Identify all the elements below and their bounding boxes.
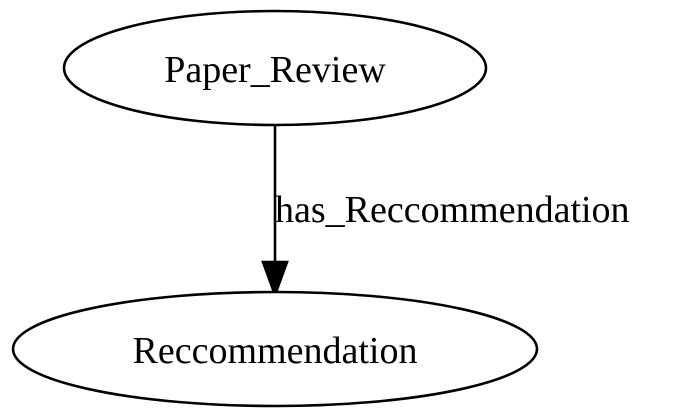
node-paper-review-shape — [62, 9, 488, 127]
edge-label: has_Reccommendation — [275, 189, 630, 231]
node-paper-review-label: Paper_Review — [164, 49, 386, 91]
node-reccommendation: Reccommendation — [11, 290, 539, 408]
node-reccommendation-label: Reccommendation — [133, 330, 418, 372]
node-paper-review: Paper_Review — [62, 9, 488, 127]
edge-arrowhead — [261, 260, 289, 299]
edge-has-reccommendation: has_Reccommendation — [261, 126, 630, 299]
node-reccommendation-shape — [11, 290, 539, 408]
